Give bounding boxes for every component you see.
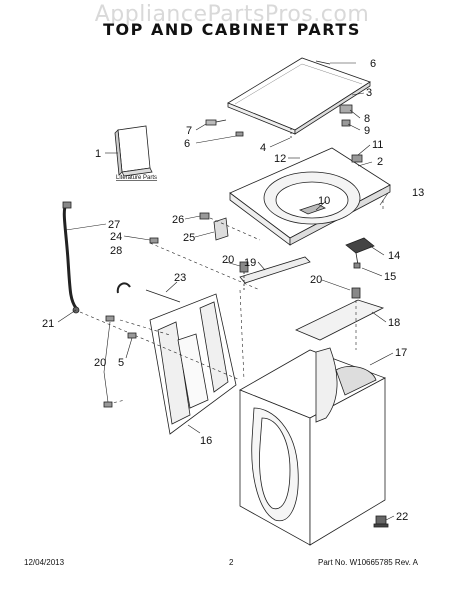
footer-page-number: 2	[229, 558, 234, 567]
watermark: AppliancePartsPros.com	[94, 2, 370, 27]
part-label-3: 3	[366, 87, 372, 99]
rear-panel	[149, 293, 237, 435]
part-label-13: 13	[412, 187, 424, 199]
part-label-8: 8	[364, 113, 370, 125]
part-label-14: 14	[388, 250, 400, 262]
part-label-23: 23	[174, 272, 186, 284]
rear-bracket	[295, 287, 385, 341]
washer-top-panel	[229, 147, 391, 246]
part-label-20-left: 20	[94, 357, 106, 369]
lid-switch	[345, 237, 375, 269]
footer-part-number: Part No. W10665785 Rev. A	[318, 558, 418, 567]
part-label-10: 10	[318, 195, 330, 207]
part-label-16: 16	[200, 435, 212, 447]
wire-23	[145, 289, 181, 303]
part-label-25: 25	[183, 232, 195, 244]
part-label-1: 1	[95, 148, 101, 160]
part-label-19: 19	[244, 257, 256, 269]
part-label-12: 12	[274, 153, 286, 165]
part-label-22: 22	[396, 511, 408, 523]
part-label-18: 18	[388, 317, 400, 329]
part-label-17: 17	[395, 347, 407, 359]
part-label-21: 21	[42, 318, 54, 330]
screw-24	[149, 237, 159, 244]
literature-booklet	[114, 125, 153, 177]
top-clips	[199, 212, 229, 241]
part-label-15: 15	[384, 271, 396, 283]
part-labels: 1 2 3 4 5 6 6 7 8 9 10 11 12 13 14 15 16…	[42, 58, 424, 523]
hose-clip	[116, 282, 131, 294]
part-label-11: 11	[372, 139, 383, 151]
lid-part	[227, 57, 371, 135]
part-label-7: 7	[186, 125, 192, 137]
part-label-5: 5	[118, 357, 124, 369]
lid-hardware	[205, 60, 353, 140]
leader-lines	[57, 62, 395, 521]
footer-date: 12/04/2013	[24, 558, 65, 567]
part-label-27: 27	[108, 219, 120, 231]
part-label-28: 28	[110, 245, 122, 257]
leveling-foot	[373, 515, 389, 528]
drain-hose	[62, 201, 80, 314]
part-label-26: 26	[172, 214, 184, 226]
part-label-4: 4	[260, 142, 266, 154]
part-label-6-left: 6	[184, 138, 190, 150]
part-label-24: 24	[110, 231, 122, 243]
cabinet	[239, 347, 386, 546]
part-label-20-top: 20	[222, 254, 234, 266]
top-bracket	[239, 256, 311, 290]
part-label-2: 2	[377, 156, 383, 168]
page-title: TOP AND CABINET PARTS	[103, 20, 361, 39]
part-label-6-top: 6	[370, 58, 376, 70]
part-label-20-right: 20	[310, 274, 322, 286]
part-label-9: 9	[364, 125, 370, 137]
literature-parts-label: Literature Parts	[116, 175, 157, 181]
assembly-lines	[79, 200, 384, 405]
